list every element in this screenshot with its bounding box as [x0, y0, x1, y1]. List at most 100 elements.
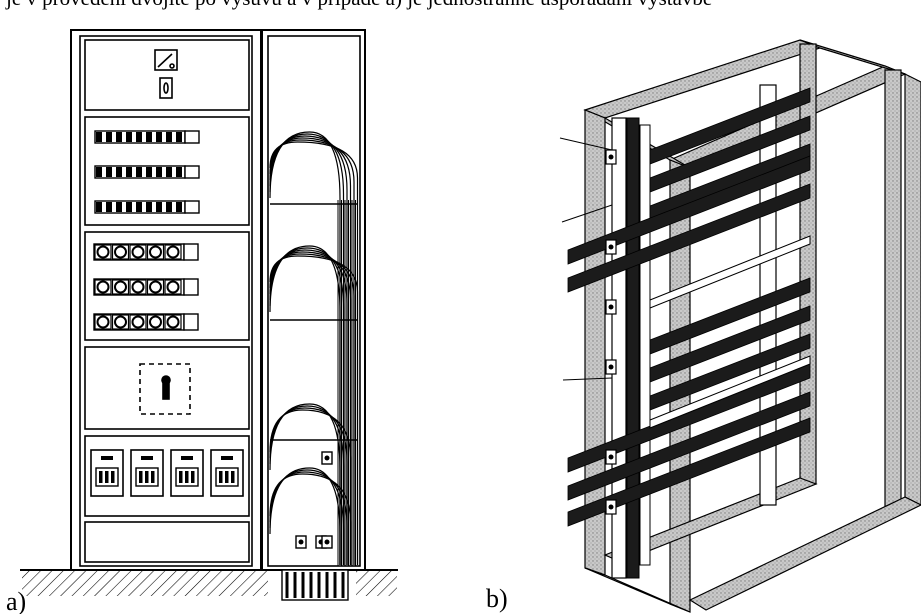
- busbar-carrier: [639, 124, 651, 566]
- clamp-bolt: [608, 454, 614, 460]
- cable-duct: [269, 131, 359, 601]
- main-switch-compartment: [84, 346, 250, 430]
- circuit-breaker-icon: [156, 167, 162, 177]
- panel-a-label: a): [6, 587, 26, 614]
- circuit-breaker-icon: [166, 202, 172, 212]
- fuse-end: [183, 313, 199, 331]
- circuit-breaker-icon: [106, 167, 112, 177]
- busbar: [567, 417, 811, 527]
- circuit-breaker-icon: [231, 471, 235, 483]
- fuse-icon: [96, 315, 110, 329]
- busbar: [649, 87, 811, 165]
- frame-bottom-rail: [688, 496, 921, 611]
- circuit-breaker-icon: [99, 471, 103, 483]
- circuit-breaker-icon: [146, 167, 152, 177]
- fuse-icon: [149, 245, 162, 259]
- fuse-end: [183, 278, 199, 296]
- circuit-breaker-icon: [146, 132, 152, 142]
- cable-bundle: [269, 245, 341, 565]
- panel-b-label: b): [486, 584, 508, 613]
- circuit-breaker-icon: [176, 132, 182, 142]
- clamp-bolt: [608, 364, 614, 370]
- breaker-end: [184, 200, 200, 214]
- frame-side-upright: [904, 73, 921, 506]
- circuit-breaker-icon: [116, 202, 122, 212]
- panel-b-drawing: [559, 39, 921, 613]
- rotary-switch-icon: [161, 375, 171, 400]
- busbar: [567, 183, 811, 293]
- breaker-unit-label: [221, 456, 233, 460]
- circuit-breaker-icon: [106, 132, 112, 142]
- circuit-breaker-icon: [156, 132, 162, 142]
- breaker-end: [184, 130, 200, 144]
- cable-bundle: [269, 133, 345, 565]
- circuit-breaker-icon: [145, 471, 149, 483]
- fuse-icon: [166, 315, 180, 329]
- terminal-block: [281, 569, 349, 601]
- circuit-breaker-icon: [106, 202, 112, 212]
- leader-line: [562, 377, 613, 381]
- busbar: [649, 333, 811, 411]
- circuit-breaker-icon: [126, 202, 132, 212]
- circuit-breaker-icon: [146, 202, 152, 212]
- busbar: [567, 391, 811, 501]
- frame-bottom-rail: [584, 567, 691, 613]
- fuse-icon: [96, 245, 110, 259]
- frame-rear-upright: [799, 43, 817, 485]
- circuit-breaker-icon: [139, 471, 143, 483]
- frame-rear-upright: [884, 69, 902, 511]
- fuse-icon: [114, 315, 127, 329]
- clamp-bolt: [608, 504, 614, 510]
- cable-bundle: [269, 137, 352, 565]
- clamp-bolt: [324, 455, 330, 461]
- fuse-icon: [114, 245, 127, 259]
- cable-bundle: [269, 141, 359, 565]
- circuit-breaker-icon: [185, 471, 189, 483]
- clamp-bolt: [608, 304, 614, 310]
- cable-bundle: [269, 249, 348, 565]
- circuit-breaker-icon: [126, 132, 132, 142]
- circuit-breaker-icon: [166, 167, 172, 177]
- selector-icon: [159, 77, 173, 99]
- cable-bundle: [269, 135, 348, 565]
- circuit-breaker-icon: [96, 167, 102, 177]
- busbar-carrier: [626, 117, 640, 579]
- header-text-fragment: je v provedení dvojité po výsuvu a v pří…: [6, 0, 712, 9]
- fuse-icon: [131, 315, 145, 329]
- clamp-bolt: [608, 154, 614, 160]
- circuit-breaker-icon: [116, 167, 122, 177]
- cropped-header-text: je v provedení dvojité po výsuvu a v pří…: [0, 0, 921, 10]
- clamp-bolt: [298, 539, 304, 545]
- circuit-breaker-icon: [176, 167, 182, 177]
- fuse-icon: [131, 245, 145, 259]
- breaker-unit-label: [101, 456, 113, 460]
- fuse-icon: [149, 280, 162, 294]
- circuit-breaker-icon: [166, 132, 172, 142]
- circuit-breaker-icon: [96, 132, 102, 142]
- cable-bundle: [269, 403, 341, 565]
- fuse-end: [183, 243, 199, 261]
- cable-bundle: [269, 131, 341, 565]
- circuit-breaker-icon: [151, 471, 155, 483]
- leader-line: [559, 137, 613, 151]
- circuit-breaker-icon: [176, 202, 182, 212]
- bottom-compartment: [84, 521, 250, 563]
- circuit-breaker-icon: [225, 471, 229, 483]
- busbar: [649, 277, 811, 355]
- circuit-breaker-icon: [219, 471, 223, 483]
- fuse-icon: [166, 245, 180, 259]
- cross-member: [649, 355, 811, 429]
- circuit-breaker-icon: [136, 167, 142, 177]
- busbar: [567, 155, 811, 265]
- busbar: [649, 305, 811, 383]
- circuit-breaker-icon: [136, 132, 142, 142]
- circuit-breaker-icon: [191, 471, 195, 483]
- circuit-breaker-icon: [126, 167, 132, 177]
- breaker-unit-label: [181, 456, 193, 460]
- fuse-icon: [149, 315, 162, 329]
- circuit-breaker-icon: [136, 202, 142, 212]
- busbar: [649, 115, 811, 193]
- fuse-icon: [114, 280, 127, 294]
- fuse-icon: [131, 280, 145, 294]
